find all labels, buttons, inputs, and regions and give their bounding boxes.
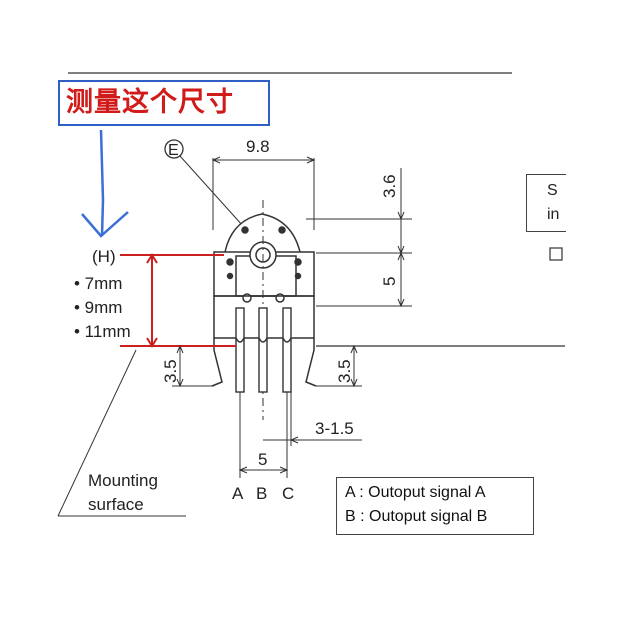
legend-line-a: A : Outoput signal A [345, 484, 486, 501]
dim-5-bottom-label: 5 [258, 450, 267, 469]
h-option-9mm: • 9mm [74, 298, 122, 317]
legend-line-b: B : Outoput signal B [345, 508, 488, 525]
dim-3-5-right [316, 344, 362, 388]
signal-legend-box: A : Outoput signal A B : Outoput signal … [336, 477, 534, 535]
terminal-pins [235, 307, 292, 393]
mounting-label-line1: Mounting [88, 471, 158, 490]
mounting-label-line2: surface [88, 495, 144, 514]
dim-5-vertical-label: 5 [380, 277, 399, 286]
circled-e-letter: E [168, 142, 179, 159]
mounting-legs [211, 338, 317, 387]
side-box-line2: in [547, 206, 560, 223]
dim-3-1-5-label: 3-1.5 [315, 419, 354, 438]
mounting-surface-leader [57, 349, 186, 517]
dim-5-bottom [238, 392, 289, 478]
measure-this-dimension-note: 测量这个尺寸 [58, 80, 270, 126]
blue-arrow [81, 129, 129, 238]
pin-label-c: C [282, 484, 294, 503]
pin-label-a: A [232, 484, 244, 503]
circled-e-marker: E [164, 139, 244, 227]
h-option-11mm: • 11mm [74, 322, 131, 341]
side-box-line1: S [547, 182, 558, 199]
side-info-box: S in [526, 174, 566, 232]
dim-3-5-right-label: 3.5 [335, 359, 354, 383]
dim-3-6-label: 3.6 [380, 174, 399, 198]
note-text: 测量这个尺寸 [66, 87, 234, 118]
dim-3-5-left-label: 3.5 [161, 359, 180, 383]
dim-width-label: 9.8 [246, 137, 270, 156]
h-option-7mm: • 7mm [74, 274, 122, 293]
side-small-square [549, 247, 563, 261]
h-dimension-red [120, 253, 236, 348]
dim-3-5-left [172, 344, 214, 388]
pin-label-b: B [256, 484, 267, 503]
h-label: (H) [92, 247, 116, 266]
dim-width-9-8 [211, 156, 316, 230]
dim-right-vertical [306, 168, 412, 308]
dim-3-1-5 [263, 392, 362, 446]
